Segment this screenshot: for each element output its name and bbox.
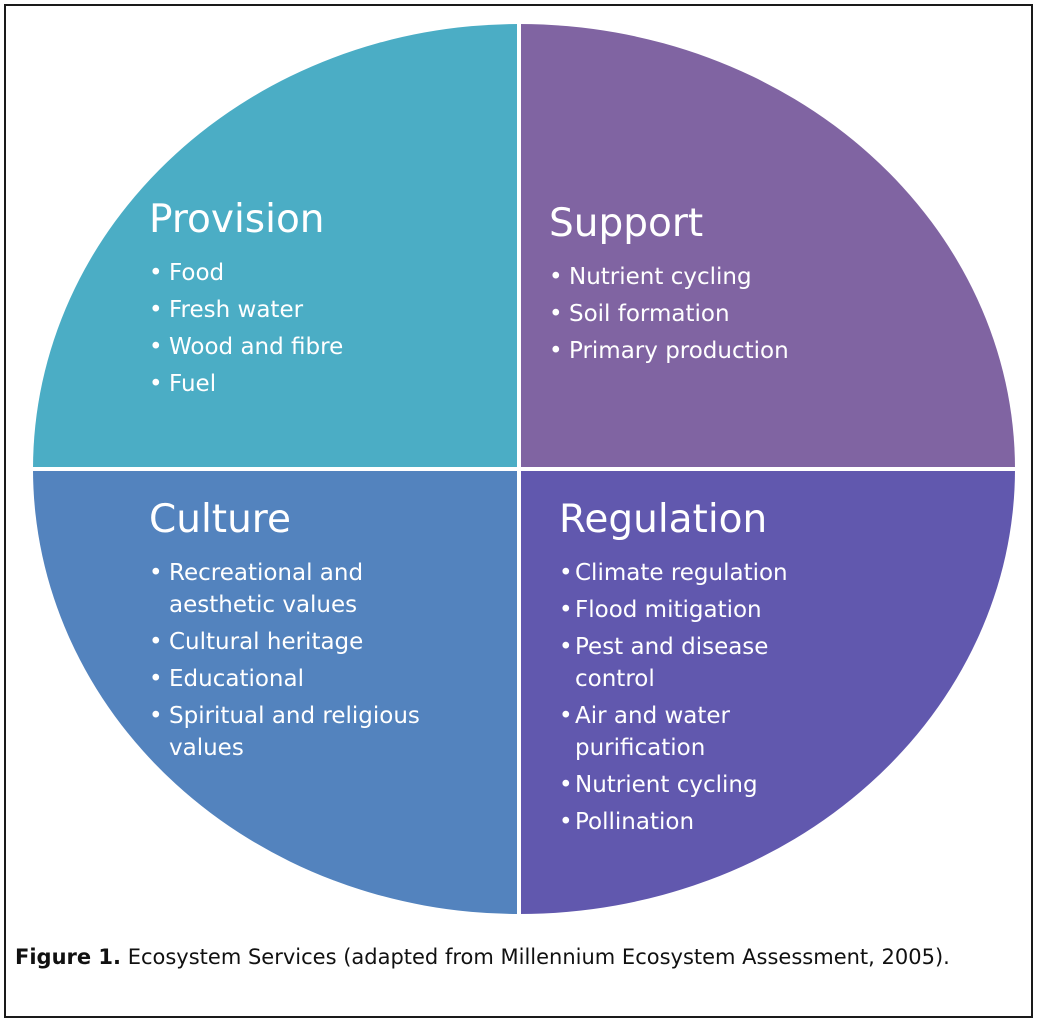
provision-list: FoodFresh waterWood and fibreFuel <box>149 257 479 400</box>
figure-caption: Figure 1. Ecosystem Services (adapted fr… <box>15 943 1027 971</box>
list-item: Recreational and aesthetic values <box>149 557 449 621</box>
regulation-section: Regulation Climate regulationFlood mitig… <box>559 497 809 843</box>
list-item: Primary production <box>549 335 879 367</box>
support-list: Nutrient cyclingSoil formationPrimary pr… <box>549 261 879 367</box>
regulation-list: Climate regulationFlood mitigationPest a… <box>559 557 809 838</box>
regulation-title: Regulation <box>559 497 768 542</box>
list-item: Wood and fibre <box>149 331 479 363</box>
list-item: Pest and disease control <box>559 631 809 695</box>
provision-section: Provision FoodFresh waterWood and fibreF… <box>149 197 479 405</box>
list-item: Nutrient cycling <box>559 769 809 801</box>
list-item: Fuel <box>149 368 479 400</box>
caption-text: Ecosystem Services (adapted from Millenn… <box>121 945 950 969</box>
list-item: Air and water purification <box>559 700 809 764</box>
culture-section: Culture Recreational and aesthetic value… <box>149 497 449 769</box>
list-item: Food <box>149 257 479 289</box>
list-item: Cultural heritage <box>149 626 449 658</box>
list-item: Fresh water <box>149 294 479 326</box>
list-item: Flood mitigation <box>559 594 809 626</box>
culture-title: Culture <box>149 497 291 542</box>
support-title: Support <box>549 201 704 246</box>
culture-list: Recreational and aesthetic valuesCultura… <box>149 557 449 764</box>
list-item: Climate regulation <box>559 557 809 589</box>
caption-label: Figure 1. <box>15 945 122 969</box>
support-section: Support Nutrient cyclingSoil formationPr… <box>549 201 879 372</box>
list-item: Nutrient cycling <box>549 261 879 293</box>
list-item: Educational <box>149 663 449 695</box>
list-item: Soil formation <box>549 298 879 330</box>
list-item: Pollination <box>559 806 809 838</box>
list-item: Spiritual and religious values <box>149 700 449 764</box>
provision-title: Provision <box>149 197 325 242</box>
